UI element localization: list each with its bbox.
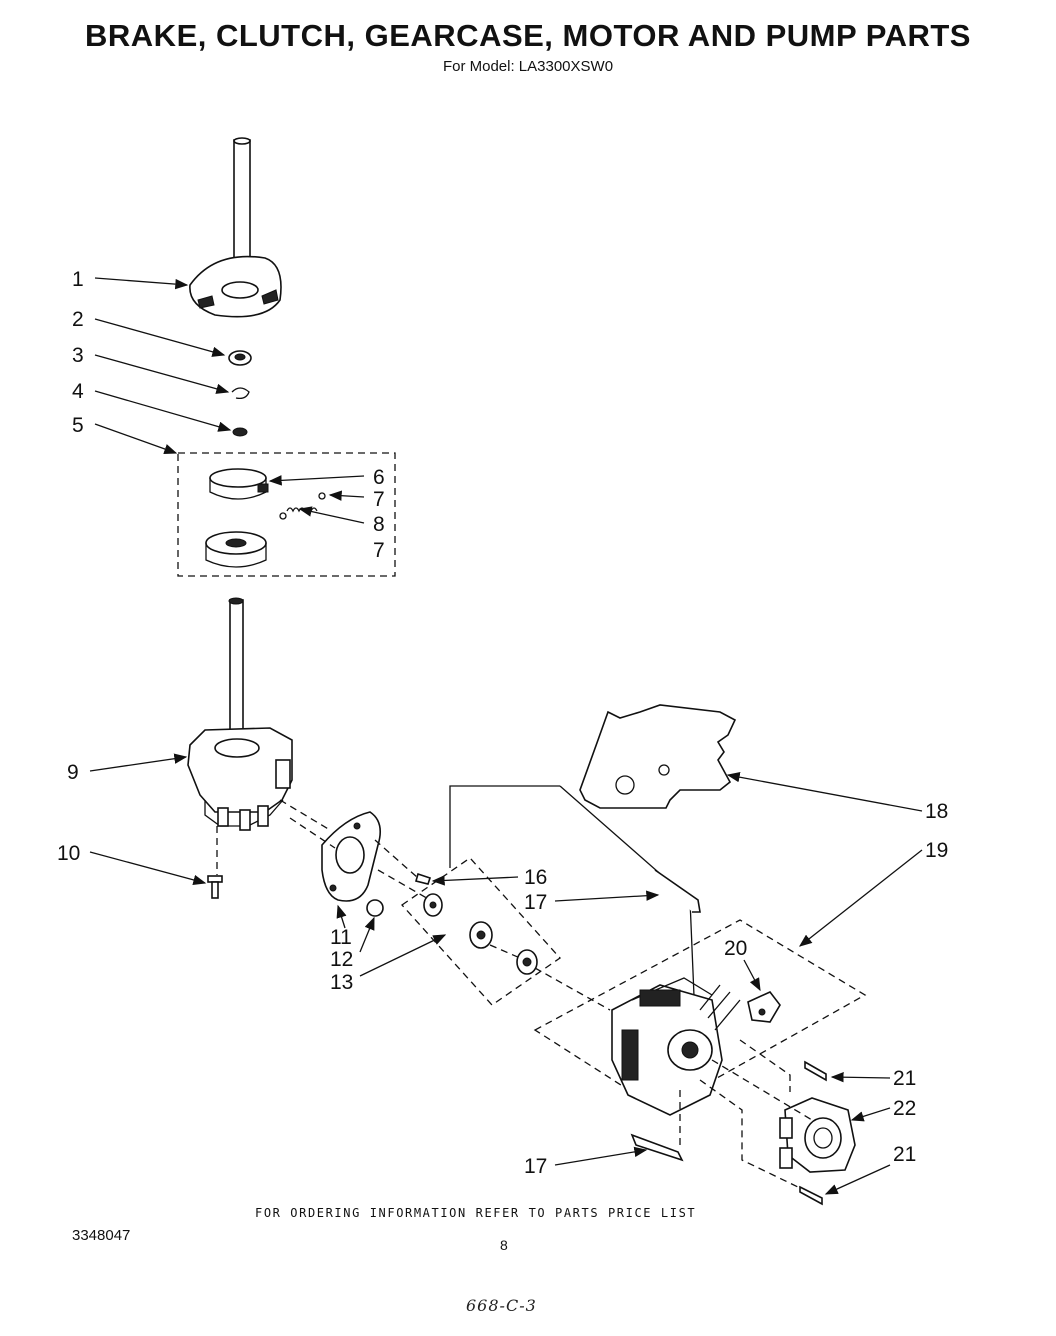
callout-10: 10: [57, 842, 80, 865]
callout-5: 5: [72, 414, 84, 437]
model-subtitle: For Model: LA3300XSW0: [442, 58, 614, 75]
shaft-guide-line: [377, 869, 611, 1011]
callout-1: 1: [72, 268, 84, 291]
motor-part: [611, 977, 741, 1116]
ordering-info-note: FOR ORDERING INFORMATION REFER TO PARTS …: [255, 1206, 697, 1220]
coupling-set-box: [401, 857, 561, 1006]
mounting-plate-part: [321, 811, 381, 902]
callout-6: 6: [373, 466, 385, 489]
callout-7-upper: 7: [373, 488, 385, 511]
clutch-band-part: [209, 468, 269, 500]
handwritten-code: 668-C-3: [466, 1296, 537, 1315]
brake-assembly-part: [189, 137, 282, 318]
spring-part: [279, 492, 326, 520]
callout-19: 19: [925, 839, 948, 862]
callout-21-lower: 21: [893, 1143, 916, 1166]
gearcase-part: [187, 597, 293, 831]
pump-part: [779, 1097, 856, 1173]
gearcase-to-plate-line: [279, 799, 336, 849]
callout-7-lower: 7: [373, 539, 385, 562]
plate-to-screw-line: [374, 839, 419, 879]
bolt-part: [207, 875, 223, 899]
pump-guide-line: [699, 1039, 813, 1189]
callout-4: 4: [72, 380, 84, 403]
motor-switch-part: [747, 991, 781, 1023]
callout-8: 8: [373, 513, 385, 536]
clutch-group-box: [177, 452, 396, 577]
callout-21-upper: 21: [893, 1067, 916, 1090]
callout-3: 3: [72, 344, 84, 367]
small-clip-part: [232, 427, 248, 437]
clip-part: [799, 1060, 827, 1206]
document-number: 3348047: [72, 1227, 131, 1244]
callout-9: 9: [67, 761, 79, 784]
drain-hose-part: [654, 869, 701, 913]
callout-18: 18: [925, 800, 948, 823]
callout-16: 16: [524, 866, 547, 889]
callout-12: 12: [330, 948, 353, 971]
callout-13: 13: [330, 971, 353, 994]
page-title: BRAKE, CLUTCH, GEARCASE, MOTOR AND PUMP …: [85, 18, 971, 53]
shield-plate-part: [579, 704, 737, 809]
callout-leaders: [89, 277, 923, 1195]
hose-clamp-part: [630, 1133, 684, 1162]
hose-guide-line: [449, 785, 560, 868]
callout-22: 22: [893, 1097, 916, 1120]
screw-part: [415, 872, 432, 885]
hose-route-line: [559, 785, 696, 1021]
callout-2: 2: [72, 308, 84, 331]
callout-20: 20: [724, 937, 747, 960]
motor-group-box: [533, 919, 867, 1111]
page-number: 8: [500, 1237, 508, 1253]
callout-17-lower: 17: [524, 1155, 547, 1178]
plug-part: [366, 899, 384, 917]
washer-part: [228, 350, 252, 366]
coupling-part: [423, 893, 538, 975]
retaining-ring-part: [231, 387, 250, 400]
clutch-pulley-part: [205, 531, 267, 568]
callout-17-upper: 17: [524, 891, 547, 914]
callout-11: 11: [330, 926, 352, 949]
